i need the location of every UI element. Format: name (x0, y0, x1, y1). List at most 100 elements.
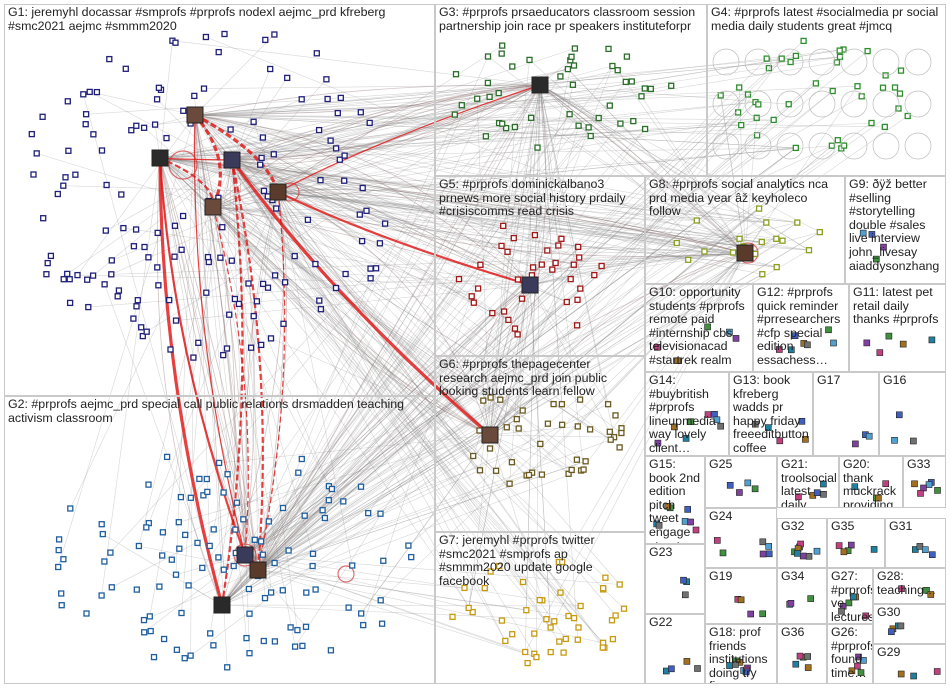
graph-edge (88, 252, 746, 308)
node-marker (58, 590, 65, 597)
group-box-g21: G21: troolsocial latest daily picks… (777, 456, 839, 508)
graph-edge (244, 147, 796, 556)
graph-edge (539, 84, 777, 240)
node-marker (868, 231, 876, 238)
group-label: G5: #prprofs dominickalbano3 prnews more… (439, 177, 630, 219)
node-marker (140, 124, 148, 131)
node-marker (647, 85, 654, 93)
node-marker (668, 82, 675, 89)
graph-edge (577, 252, 746, 427)
node-marker (233, 499, 241, 506)
graph-edge (468, 284, 531, 608)
graph-edge (257, 569, 527, 611)
node-marker (653, 343, 661, 351)
node-loop (840, 48, 868, 76)
graph-edge (489, 434, 615, 438)
graph-edge (159, 49, 844, 159)
graph-edge (244, 128, 646, 556)
group-label: G25 (709, 457, 733, 471)
node-marker (319, 507, 326, 514)
hub-avatar (736, 244, 754, 262)
node-marker (259, 280, 267, 288)
graph-edge (221, 83, 817, 606)
graph-edge (257, 58, 767, 571)
node-marker (503, 424, 510, 431)
graph-edge (257, 147, 796, 571)
graph-edge (212, 79, 327, 208)
graph-edge (257, 90, 833, 571)
node-marker (538, 471, 546, 478)
node-marker (787, 346, 795, 354)
node-marker (595, 114, 602, 122)
node-marker (654, 439, 662, 447)
node-marker (805, 247, 813, 254)
graph-edge (536, 84, 541, 658)
node-marker (899, 340, 907, 348)
graph-edge (231, 84, 541, 161)
graph-edge (558, 245, 746, 254)
node-marker (736, 84, 743, 91)
node-marker (332, 145, 340, 152)
node-marker (641, 85, 648, 92)
node-marker (55, 563, 62, 571)
graph-edge (194, 81, 626, 116)
graph-edge (554, 252, 746, 622)
node-marker (514, 331, 521, 338)
graph-edge (257, 114, 570, 571)
node-marker (571, 45, 579, 52)
graph-edge (212, 206, 517, 420)
graph-edge (67, 159, 233, 275)
group-label: G24 (709, 509, 733, 523)
graph-edge (277, 191, 574, 265)
node-marker (759, 550, 767, 558)
graph-edge (159, 157, 259, 571)
node-marker (47, 252, 55, 260)
node-marker (258, 341, 265, 349)
node-marker (470, 299, 477, 306)
node-marker (476, 467, 484, 474)
graph-edge (277, 191, 767, 223)
node-marker (568, 53, 575, 60)
node-marker (279, 587, 286, 594)
graph-edge (205, 36, 746, 254)
graph-edge (257, 284, 531, 571)
graph-edge (111, 252, 746, 275)
node-marker (830, 339, 837, 347)
node-marker (628, 78, 635, 85)
hub-avatar (531, 76, 549, 94)
node-marker (486, 445, 494, 452)
node-marker (163, 453, 171, 461)
graph-edge (277, 128, 646, 193)
graph-edge (89, 91, 196, 116)
node-marker (54, 190, 61, 198)
node-marker (736, 489, 743, 496)
node-marker (66, 299, 74, 307)
node-marker (630, 117, 637, 125)
graph-edge (257, 299, 578, 571)
node-marker (172, 571, 180, 578)
graph-edge (221, 60, 571, 606)
node-marker (552, 259, 559, 267)
graph-edge (529, 145, 833, 286)
node-marker (140, 616, 148, 624)
node-marker (265, 518, 272, 525)
node-marker (838, 607, 845, 615)
graph-edge (77, 114, 196, 276)
node-marker (180, 107, 187, 114)
graph-edge (159, 157, 473, 613)
node-marker (484, 53, 492, 60)
graph-edge (148, 191, 279, 524)
graph-edge (63, 185, 279, 193)
node-loop (904, 48, 932, 76)
node-marker (145, 254, 152, 261)
node-marker (591, 271, 598, 279)
graph-edge (194, 85, 858, 116)
graph-edge (529, 284, 611, 432)
group-box-g1: G1: jeremyhl docassar #smprofs #prprofs … (4, 4, 435, 396)
node-marker (172, 39, 179, 46)
node-layer (28, 30, 941, 680)
node-marker (455, 275, 463, 283)
node-marker (500, 222, 507, 230)
graph-edge (212, 206, 497, 472)
node-marker (80, 91, 87, 98)
